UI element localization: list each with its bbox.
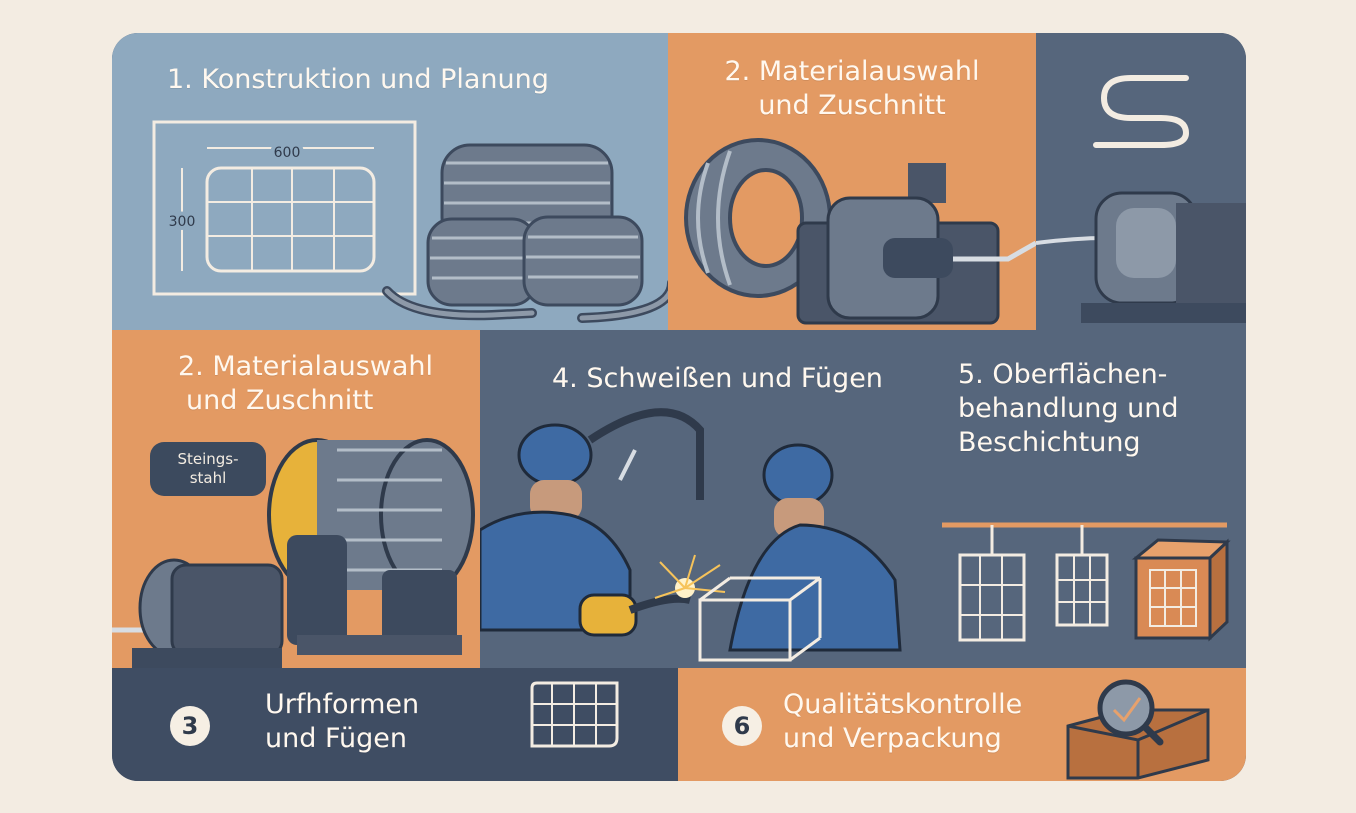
panel-qualitaetskontrolle: 6 Qualitätskontrolle und Verpackung (678, 668, 1246, 781)
panel-title-line: und Verpackung (783, 723, 1002, 754)
panel-title-line: 5. Oberflächen- (958, 359, 1168, 390)
step-number-badge: 3 (170, 706, 210, 746)
panel-title-line: 2. Materialauswahl (178, 351, 433, 382)
wire-basket-icon (530, 681, 619, 748)
blueprint-and-wire-coil-illustration: 600 300 (152, 120, 668, 323)
panel-schweissen: 4. Schweißen und Fügen (480, 330, 922, 668)
material-tag: Steings- stahl (150, 442, 266, 496)
panel-title-line: 2. Materialauswahl (724, 56, 980, 87)
panel-title: 2. Materialauswahl und Zuschnitt (718, 55, 986, 123)
panel-umformen: 3 Urfhformen und Fügen (112, 668, 678, 781)
step-number-badge: 6 (722, 706, 762, 746)
coating-rack-illustration (942, 522, 1231, 642)
panel-forming-machine (1036, 33, 1246, 330)
inspection-box-icon (1066, 679, 1210, 780)
process-infographic: 1. Konstruktion und Planung 600 300 (112, 33, 1246, 781)
s-bent-wire-and-motor-illustration (1036, 75, 1246, 323)
dimension-height-label: 300 (169, 214, 196, 230)
panel-title: Urfhformen und Fügen (265, 688, 419, 756)
panel-title-line: und Fügen (265, 723, 407, 754)
panel-title-line: Beschichtung (958, 427, 1141, 458)
panel-title-line: und Zuschnitt (758, 90, 946, 121)
welders-illustration (480, 408, 902, 662)
panel-title: 1. Konstruktion und Planung (167, 64, 549, 95)
panel-title: 2. Materialauswahl und Zuschnitt (178, 350, 433, 418)
panel-materialauswahl-top: 2. Materialauswahl und Zuschnitt (668, 33, 1036, 330)
panel-oberflaechenbehandlung: 5. Oberflächen- behandlung und Beschicht… (922, 330, 1246, 668)
panel-title-line: und Zuschnitt (186, 385, 374, 416)
panel-konstruktion: 1. Konstruktion und Planung 600 300 (112, 33, 668, 330)
s-shape-icon (1093, 75, 1190, 148)
tag-line: Steings- (177, 450, 239, 468)
cutting-machine-illustration (112, 438, 475, 668)
panel-materialauswahl-left: 2. Materialauswahl und Zuschnitt Steings… (112, 330, 480, 668)
panel-title: 5. Oberflächen- behandlung und Beschicht… (958, 358, 1178, 460)
panel-title: Qualitätskontrolle und Verpackung (783, 688, 1022, 756)
tag-line: stahl (189, 469, 227, 487)
panel-title-line: Qualitätskontrolle (783, 689, 1023, 720)
wire-coil-and-machine-illustration (684, 138, 1036, 325)
panel-title-line: Urfhformen (265, 689, 420, 720)
panel-title: 4. Schweißen und Fügen (552, 363, 883, 394)
panel-title-line: behandlung und (958, 393, 1179, 424)
dimension-width-label: 600 (274, 145, 301, 161)
